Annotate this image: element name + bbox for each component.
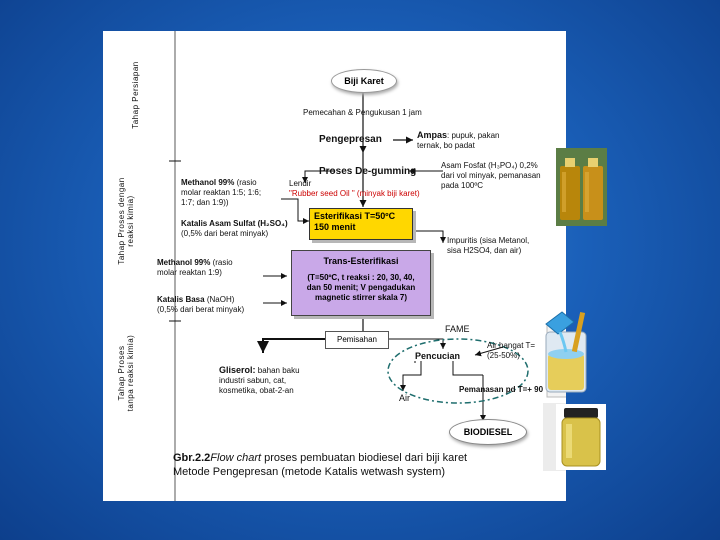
step-pemecahan: Pemecahan & Pengukusan 1 jam bbox=[303, 108, 422, 117]
figure-caption: Gbr.2.2Flow chart proses pembuatan biodi… bbox=[173, 452, 468, 478]
node-biji-karet: Biji Karet bbox=[331, 69, 397, 93]
output-ampas: Ampas: pupuk, pakan ternak, bo padat bbox=[417, 130, 500, 150]
node-pemisahan: Pemisahan bbox=[325, 331, 389, 349]
input-methanol-2: Methanol 99% (rasio molar reaktan 1:9) bbox=[157, 258, 233, 277]
node-trans-esterifikasi: Trans-Esterifikasi (T=50ºC, t reaksi : 2… bbox=[291, 250, 431, 316]
output-impuritis: Impuritis (sisa Metanol, sisa H2SO4, dan… bbox=[447, 236, 530, 255]
node-pencucian: Pencucian bbox=[415, 351, 461, 361]
stage-label-persiapan: Tahap Persiapan bbox=[131, 61, 140, 129]
node-pengepresan: Pengepresan bbox=[319, 134, 382, 145]
input-methanol-1: Methanol 99% (rasio molar reaktan 1:5; 1… bbox=[181, 178, 262, 207]
water-beaker-image bbox=[540, 310, 598, 396]
output-lendir: Lendir bbox=[289, 179, 312, 188]
output-gliserol: Gliserol: bahan baku industri sabun, cat… bbox=[219, 365, 300, 395]
node-biodiesel: BIODIESEL bbox=[449, 419, 527, 445]
input-asam-fosfat: Asam Fosfat (H₃PO₄) 0,2% dari vol minyak… bbox=[441, 161, 541, 190]
node-esterifikasi: Esterifikasi T=50ºC 150 menit bbox=[309, 208, 413, 240]
input-air-hangat: Air hangat T= (25-50%) bbox=[487, 341, 536, 360]
biodiesel-jar-image bbox=[556, 404, 606, 470]
node-degumming: Proses De-gumming bbox=[319, 166, 417, 177]
node-pemanasan: Pemanasan pd T=+ 90 bbox=[459, 385, 544, 394]
label-fame: FAME bbox=[445, 324, 470, 334]
output-air: Air bbox=[399, 393, 410, 403]
input-katalis-basa: Katalis Basa (NaOH) (0,5% dari berat min… bbox=[157, 295, 245, 314]
input-katalis-asam: Katalis Asam Sulfat (H₂SO₄) (0,5% dari b… bbox=[181, 219, 288, 238]
oil-bottles-image bbox=[556, 148, 607, 226]
label-rubber-seed-oil: "Rubber seed Oil " (minyak biji karet) bbox=[289, 189, 420, 198]
